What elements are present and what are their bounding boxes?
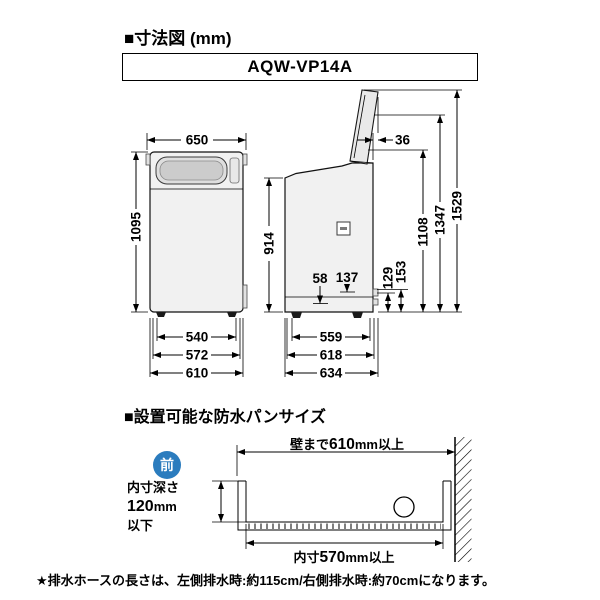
dim-side-base-front: 58 bbox=[312, 271, 328, 286]
wall-label-suffix: mm以上 bbox=[354, 437, 404, 452]
right-drain-stub bbox=[242, 284, 248, 309]
depth-value: 120 bbox=[127, 498, 154, 515]
pan-drawing bbox=[212, 437, 472, 562]
rear-drain-stub-upper bbox=[372, 288, 379, 297]
drain-hole bbox=[393, 496, 415, 518]
dim-side-base-depth: 559 bbox=[320, 330, 343, 345]
dim-side-full-depth: 634 bbox=[320, 366, 343, 381]
dim-front-mid-width: 572 bbox=[186, 348, 209, 363]
front-view-dimensions: 650 1095 540 572 610 bbox=[129, 133, 247, 381]
open-lid bbox=[349, 89, 379, 165]
model-number: AQW-VP14A bbox=[247, 57, 353, 76]
pan-inner-width-label: 内寸570mm以上 bbox=[244, 547, 444, 567]
dim-side-total-height: 1529 bbox=[450, 191, 465, 221]
pan-floor-hatch bbox=[248, 523, 441, 529]
dim-side-back-height: 1108 bbox=[416, 217, 431, 247]
dim-side-drain-high: 153 bbox=[394, 260, 409, 283]
rear-drain-stub-lower bbox=[372, 298, 379, 306]
drain-hose-note: ★排水ホースの長さは、左側排水時:約115cm/右側排水時:約70cmになります… bbox=[36, 573, 495, 588]
wall-hatch bbox=[455, 437, 472, 562]
dim-front-top-width: 650 bbox=[186, 133, 209, 148]
dim-side-drain-low: 129 bbox=[381, 267, 396, 290]
front-left-foot bbox=[156, 312, 166, 317]
dim-front-height: 1095 bbox=[129, 211, 144, 242]
pan-inner-shell bbox=[245, 481, 444, 523]
wall-label-value: 610 bbox=[329, 436, 355, 453]
wall-clearance-label: 壁まで610mm以上 bbox=[240, 434, 454, 454]
side-view-dimensions: 36 914 58 137 129 153 1108 1347 1 bbox=[262, 89, 465, 381]
side-panel-detail-mark bbox=[340, 227, 347, 230]
front-view-machine bbox=[145, 151, 248, 317]
depth-label-line3: 以下 bbox=[127, 518, 154, 533]
dim-front-full-width: 610 bbox=[186, 366, 209, 381]
side-rear-foot bbox=[352, 312, 363, 318]
pan-section-title: ■設置可能な防水パンサイズ bbox=[124, 409, 326, 426]
wall-label-prefix: 壁まで bbox=[289, 437, 329, 452]
dim-front-base-width: 540 bbox=[186, 330, 209, 345]
inner-label-prefix: 内寸 bbox=[293, 550, 320, 565]
dim-side-lid-offset: 36 bbox=[395, 133, 411, 148]
front-direction-badge: 前 bbox=[153, 451, 181, 479]
side-front-foot bbox=[291, 312, 302, 318]
dim-side-base-rear: 137 bbox=[336, 270, 359, 285]
control-panel-strip bbox=[229, 157, 240, 184]
inner-label-value: 570 bbox=[319, 549, 346, 566]
right-inlet-stub bbox=[242, 153, 248, 166]
model-box: AQW-VP14A bbox=[122, 53, 478, 81]
depth-label-line2: 120mm bbox=[127, 497, 179, 516]
depth-label-line1: 内寸深さ bbox=[127, 480, 180, 495]
left-hose-stub bbox=[145, 153, 151, 166]
front-right-foot bbox=[227, 312, 237, 317]
pan-depth-label: 内寸深さ 120mm 以下 bbox=[127, 478, 179, 535]
depth-unit: mm bbox=[153, 499, 177, 514]
dim-side-hinge-height: 1347 bbox=[433, 205, 448, 235]
pan-outer-shell bbox=[237, 481, 452, 531]
page-title: ■寸法図 (mm) bbox=[124, 29, 232, 48]
dim-side-front-height: 914 bbox=[262, 232, 277, 255]
inner-label-suffix: mm以上 bbox=[345, 550, 395, 565]
side-view-machine bbox=[284, 89, 379, 318]
dim-side-mid-depth: 618 bbox=[320, 348, 343, 363]
top-lid-inner bbox=[159, 160, 224, 181]
